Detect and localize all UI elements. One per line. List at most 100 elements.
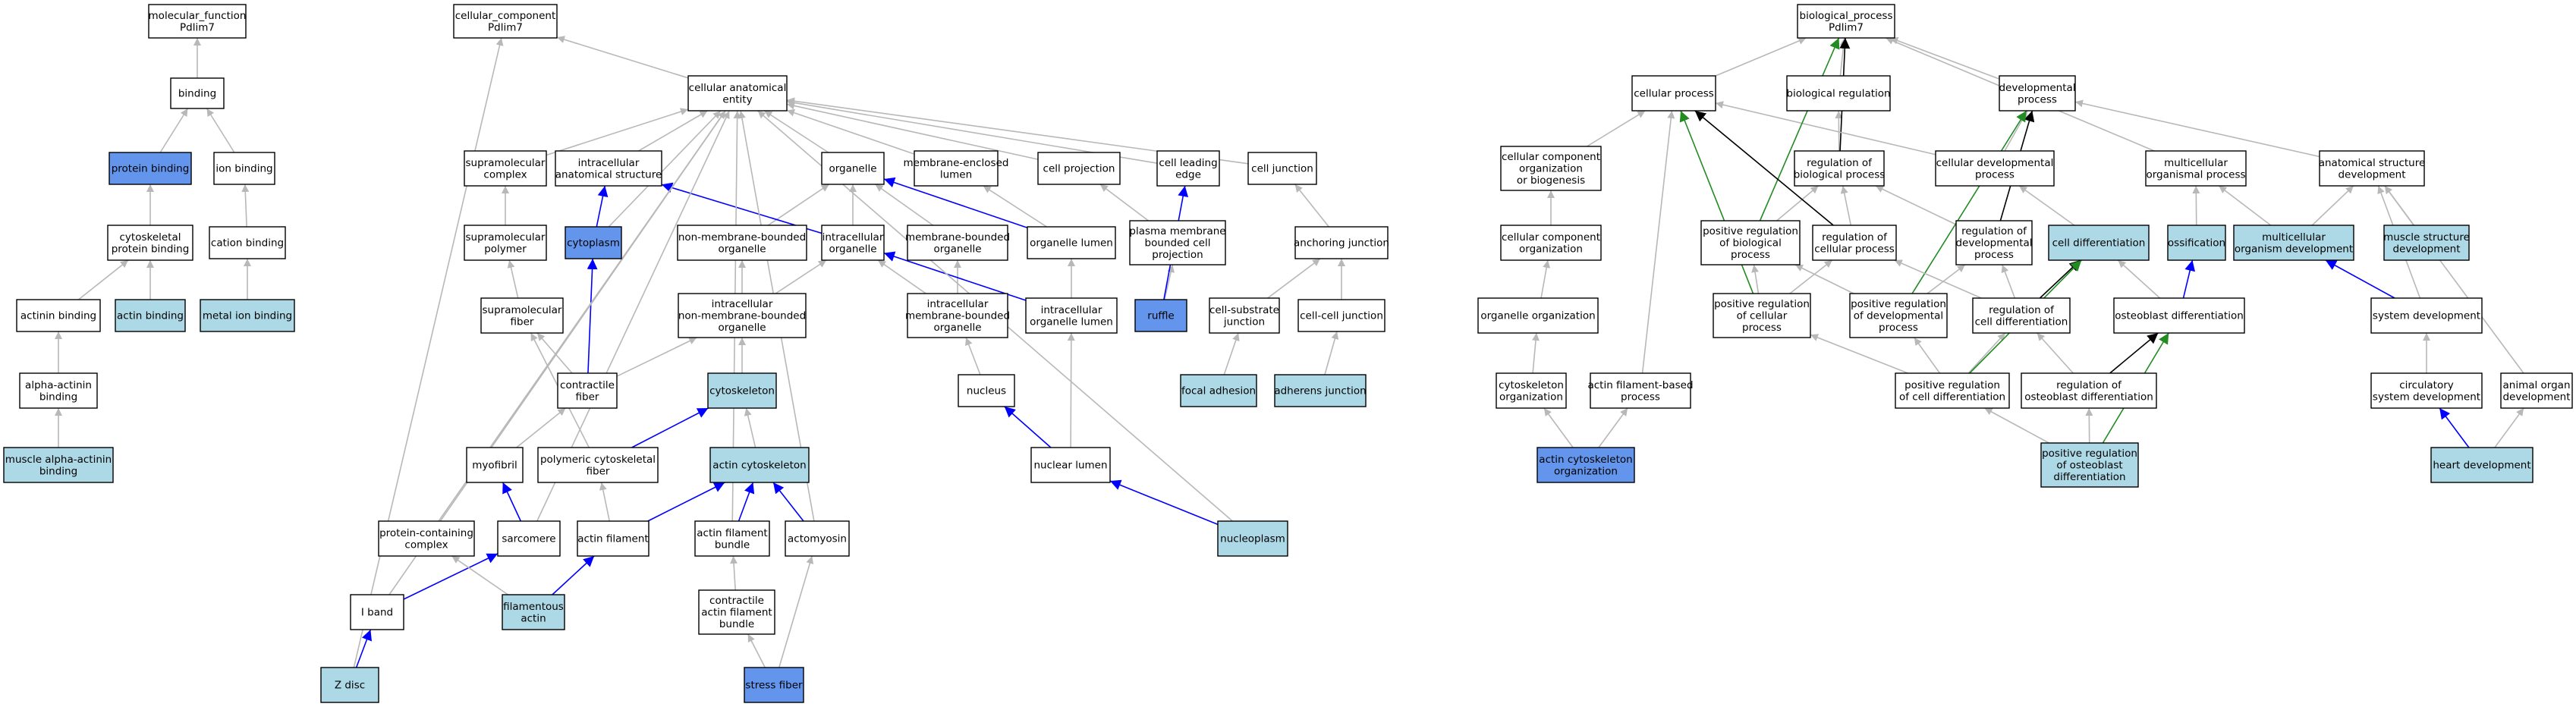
term-node-cytoskeleton[interactable]: cytoskeleton bbox=[707, 372, 777, 409]
term-node-stress-fiber[interactable]: stress fiber bbox=[744, 667, 804, 703]
term-node-actomyosin[interactable]: actomyosin bbox=[785, 520, 850, 557]
term-node-nucleoplasm[interactable]: nucleoplasm bbox=[1217, 520, 1288, 557]
term-label-line: binding bbox=[178, 88, 216, 100]
term-node-cation-binding[interactable]: cation binding bbox=[209, 226, 286, 259]
term-label-line: cell leading bbox=[1159, 157, 1217, 169]
term-label-line: positive regulation bbox=[1714, 298, 1810, 310]
edge-reg_osteoblast_diff-to-reg_cell_diff bbox=[2037, 332, 2074, 374]
term-node-cell-junction[interactable]: cell junction bbox=[1247, 152, 1317, 185]
term-node-nuclear-lumen[interactable]: nuclear lumen bbox=[1030, 447, 1111, 483]
term-node-actin-cytoskeleton[interactable]: actin cytoskeleton bbox=[709, 447, 810, 483]
term-node-osteoblast-diff[interactable]: osteoblast differentiation bbox=[2113, 297, 2245, 334]
term-node-cellular-process[interactable]: cellular process bbox=[1631, 75, 1716, 112]
term-node-metal-ion-binding[interactable]: metal ion binding bbox=[200, 299, 295, 332]
term-node-heart-development[interactable]: heart development bbox=[2430, 447, 2534, 483]
term-node-protein-binding[interactable]: protein binding bbox=[109, 152, 192, 185]
term-node-z-disc[interactable]: Z disc bbox=[320, 667, 379, 703]
term-node-actin-binding[interactable]: actin binding bbox=[115, 299, 186, 332]
term-node-ion-binding[interactable]: ion binding bbox=[213, 152, 275, 185]
term-node-focal-adhesion[interactable]: focal adhesion bbox=[1180, 374, 1257, 407]
term-node-actin-filament[interactable]: actin filament bbox=[577, 520, 650, 557]
term-node-cell-projection[interactable]: cell projection bbox=[1037, 152, 1121, 185]
term-node-organelle-lumen[interactable]: organelle lumen bbox=[1027, 226, 1116, 259]
term-label-line: supramolecular bbox=[482, 304, 561, 316]
term-node-ruffle[interactable]: ruffle bbox=[1134, 299, 1187, 332]
term-node-anchoring-junction[interactable]: anchoring junction bbox=[1294, 226, 1389, 259]
term-label-line: organelle bbox=[718, 322, 766, 334]
term-node-nucleus[interactable]: nucleus bbox=[958, 374, 1015, 407]
term-node-binding[interactable]: binding bbox=[170, 77, 225, 109]
term-node-myofibril[interactable]: myofibril bbox=[466, 447, 524, 483]
term-node-i-band[interactable]: I band bbox=[350, 594, 404, 630]
term-label-line: anatomical structure bbox=[555, 168, 662, 181]
term-node-cell-cell-junction[interactable]: cell-cell junction bbox=[1297, 299, 1386, 332]
term-node-ossification[interactable]: ossification bbox=[2167, 225, 2226, 261]
term-node-system-development[interactable]: system development bbox=[2370, 297, 2483, 334]
term-box bbox=[2113, 297, 2245, 334]
term-node-organelle[interactable]: organelle bbox=[821, 152, 885, 185]
term-node-cell-differentiation[interactable]: cell differentiation bbox=[2048, 225, 2150, 261]
term-node-actinin-binding[interactable]: actinin binding bbox=[16, 299, 101, 332]
term-node-adherens-junction[interactable]: adherens junction bbox=[1274, 374, 1367, 407]
term-node-cytoplasm[interactable]: cytoplasm bbox=[565, 226, 622, 259]
term-label-line: process bbox=[1731, 249, 1770, 261]
term-node-intracell-nonmem-org[interactable]: intracellularnon-membrane-boundedorganel… bbox=[678, 293, 807, 338]
term-box bbox=[1037, 152, 1121, 185]
edge-anat_struct_dev-to-developmental_process bbox=[2074, 99, 2320, 158]
term-node-sarcomere[interactable]: sarcomere bbox=[497, 520, 561, 557]
term-label-line: system development bbox=[2373, 310, 2480, 322]
term-node-organelle-organization[interactable]: organelle organization bbox=[1477, 297, 1599, 334]
term-node-biological-regulation[interactable]: biological regulation bbox=[1786, 75, 1891, 112]
term-label-line: organization bbox=[1519, 243, 1583, 255]
